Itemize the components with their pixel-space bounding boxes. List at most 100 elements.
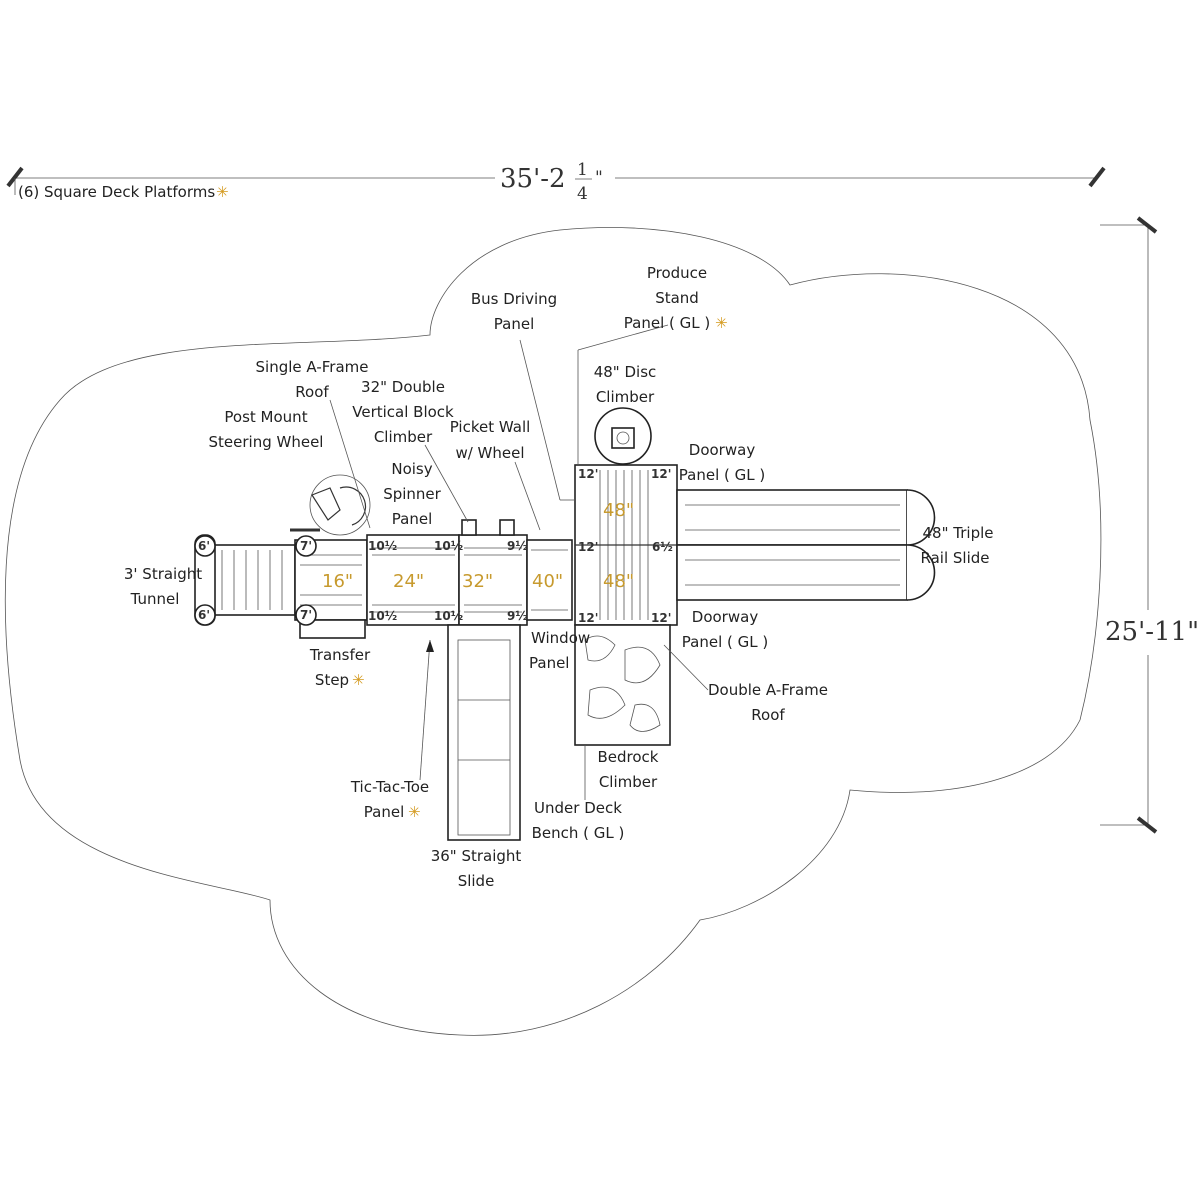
straight-slide	[447, 624, 521, 841]
svg-text:Window: Window	[531, 629, 590, 647]
svg-text:Doorway: Doorway	[692, 608, 759, 626]
svg-text:Spinner: Spinner	[383, 485, 441, 503]
post-height-tower-bl: 12'	[578, 611, 598, 625]
post-height-tower-ml: 12'	[578, 540, 598, 554]
svg-text:Bench ( GL ): Bench ( GL )	[532, 824, 625, 842]
callout-bus-driving: Bus Driving Panel	[471, 290, 557, 333]
svg-text:": "	[595, 168, 603, 188]
post-height-d24-top-l: 10½	[368, 539, 397, 553]
post-height-d32-top: 9½	[507, 539, 528, 553]
callout-single-aframe: Single A-Frame Roof	[256, 358, 369, 401]
svg-text:Steering Wheel: Steering Wheel	[209, 433, 324, 451]
svg-text:✳: ✳	[715, 314, 728, 332]
svg-text:Panel ( GL ): Panel ( GL )	[682, 633, 768, 651]
svg-text:Double A-Frame: Double A-Frame	[708, 681, 828, 699]
width-dimension-den: 4	[577, 184, 588, 204]
svg-text:Panel: Panel	[364, 803, 404, 821]
svg-text:Picket Wall: Picket Wall	[450, 418, 531, 436]
callout-doorway-top: Doorway Panel ( GL )	[679, 441, 765, 484]
svg-text:w/ Wheel: w/ Wheel	[455, 444, 524, 462]
svg-text:3' Straight: 3' Straight	[124, 565, 202, 583]
callout-double-aframe: Double A-Frame Roof	[708, 681, 828, 724]
depth-dimension: 25'-11"	[1100, 216, 1199, 834]
callout-doorway-bottom: Doorway Panel ( GL )	[682, 608, 768, 651]
deck-32	[458, 519, 528, 626]
bedrock-climber	[574, 624, 671, 746]
leader-lines	[329, 324, 709, 800]
callout-under-deck-bench: Under Deck Bench ( GL )	[532, 799, 625, 842]
post-height-tunnel-bottom: 6'	[198, 608, 210, 622]
svg-text:32" Double: 32" Double	[361, 378, 445, 396]
callout-triple-rail-slide: 48" Triple Rail Slide	[921, 524, 994, 567]
svg-text:Panel ( GL ): Panel ( GL )	[624, 314, 710, 332]
svg-text:48" Triple: 48" Triple	[923, 524, 994, 542]
svg-text:Climber: Climber	[596, 388, 655, 406]
svg-text:Vertical Block: Vertical Block	[352, 403, 454, 421]
depth-dimension-label: 25'-11"	[1105, 617, 1199, 647]
callout-produce-stand: Produce Stand Panel ( GL ) ✳	[624, 264, 728, 332]
deck-height-24: 24"	[393, 571, 424, 592]
disc-climber	[594, 407, 652, 465]
callout-window-panel: Window Panel	[529, 629, 590, 672]
svg-text:Bus Driving: Bus Driving	[471, 290, 557, 308]
deck-height-48-lower: 48"	[603, 571, 634, 592]
post-height-d32-bottom: 9½	[507, 609, 528, 623]
svg-text:Slide: Slide	[458, 872, 495, 890]
width-dimension: 35'-2 1 4 "	[6, 160, 1106, 204]
deck-40	[526, 539, 573, 621]
post-height-d24-bot-l: 10½	[368, 609, 397, 623]
deck-24	[366, 534, 460, 626]
svg-text:Panel ( GL ): Panel ( GL )	[679, 466, 765, 484]
svg-text:Stand: Stand	[655, 289, 699, 307]
platforms-note-marker: ✳	[216, 183, 229, 201]
callout-post-mount-steering-wheel: Post Mount Steering Wheel	[209, 408, 324, 451]
post-height-tower-tr: 12'	[651, 467, 671, 481]
svg-text:Panel: Panel	[494, 315, 534, 333]
svg-text:✳: ✳	[408, 803, 421, 821]
callout-noisy-spinner: Noisy Spinner Panel	[383, 460, 441, 528]
post-height-d16-bottom: 7'	[300, 608, 312, 622]
svg-text:Rail Slide: Rail Slide	[921, 549, 990, 567]
svg-text:Roof: Roof	[751, 706, 785, 724]
svg-text:Produce: Produce	[647, 264, 707, 282]
svg-text:Bedrock: Bedrock	[598, 748, 659, 766]
post-height-d24-bot-r: 10½	[434, 609, 463, 623]
post-height-tower-mr: 6½	[652, 540, 673, 554]
callout-picket-wall: Picket Wall w/ Wheel	[450, 418, 531, 462]
triple-rail-slide	[676, 489, 936, 601]
width-dimension-num: 1	[577, 160, 588, 180]
svg-text:Panel: Panel	[392, 510, 432, 528]
width-dimension-whole: 35'-2	[500, 164, 566, 194]
svg-text:Post Mount: Post Mount	[224, 408, 307, 426]
svg-text:Roof: Roof	[295, 383, 329, 401]
svg-text:Doorway: Doorway	[689, 441, 756, 459]
deck-height-48-upper: 48"	[603, 500, 634, 521]
callout-straight-tunnel: 3' Straight Tunnel	[124, 565, 202, 608]
post-height-tower-tl: 12'	[578, 467, 598, 481]
deck-height-16: 16"	[322, 571, 353, 592]
callout-tic-tac-toe: Tic-Tac-Toe Panel ✳	[350, 778, 429, 821]
transfer-step	[299, 619, 366, 639]
callout-transfer-step: Transfer Step ✳	[309, 646, 371, 689]
svg-text:Tic-Tac-Toe: Tic-Tac-Toe	[350, 778, 429, 796]
svg-text:Noisy: Noisy	[391, 460, 432, 478]
svg-text:Step: Step	[315, 671, 349, 689]
callout-disc-climber: 48" Disc Climber	[594, 363, 657, 406]
svg-text:Single A-Frame: Single A-Frame	[256, 358, 369, 376]
post-height-tower-br: 12'	[651, 611, 671, 625]
platforms-note: (6) Square Deck Platforms	[18, 183, 215, 201]
use-zone-boundary	[4, 227, 1102, 1036]
svg-text:Transfer: Transfer	[309, 646, 371, 664]
deck-height-32: 32"	[462, 571, 493, 592]
post-height-tunnel-top: 6'	[198, 539, 210, 553]
callout-double-block-climber: 32" Double Vertical Block Climber	[352, 378, 454, 446]
svg-text:Under Deck: Under Deck	[534, 799, 622, 817]
post-height-d24-top-r: 10½	[434, 539, 463, 553]
post-heights: 6' 6' 7' 7' 10½ 10½ 10½ 10½ 9½ 9½ 12' 12…	[194, 467, 673, 626]
svg-text:✳: ✳	[352, 671, 365, 689]
deck-heights: 16" 24" 32" 40" 48" 48"	[322, 500, 634, 592]
svg-text:Panel: Panel	[529, 654, 569, 672]
deck-height-40: 40"	[532, 571, 563, 592]
main-tower	[574, 464, 678, 626]
